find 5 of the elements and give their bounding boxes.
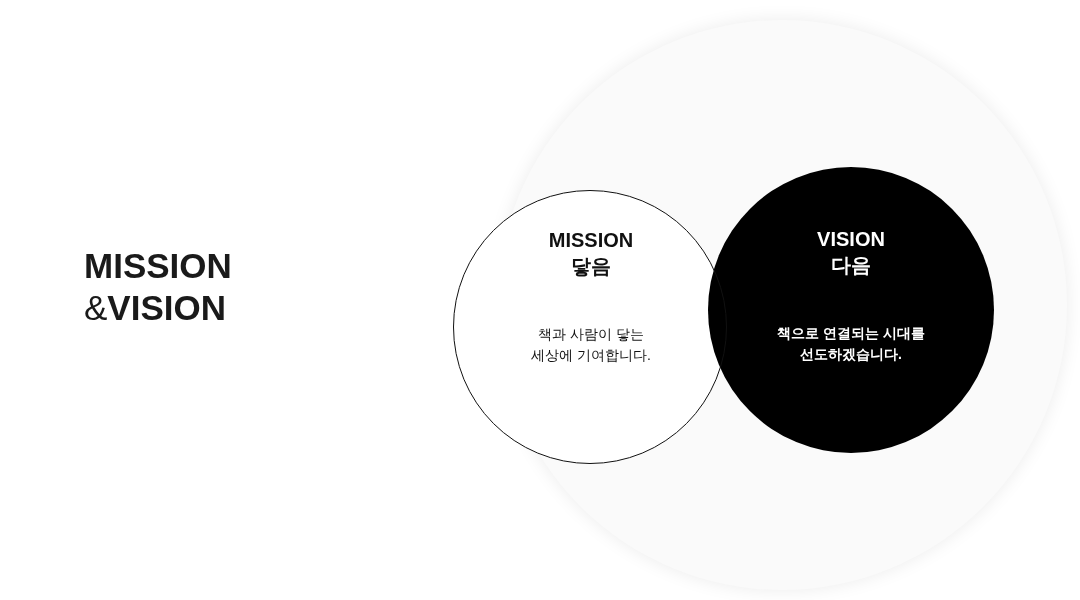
- circle-heading: MISSION 닿음: [547, 228, 635, 279]
- circle-heading: VISION 다음: [816, 227, 886, 278]
- title: MISSION &VISION: [84, 245, 233, 329]
- circle-text: 책으로 연결되는 시대를 선도하겠습니다.: [776, 324, 926, 364]
- circle-text: 책과 사람이 닿는 세상에 기여합니다.: [530, 325, 652, 365]
